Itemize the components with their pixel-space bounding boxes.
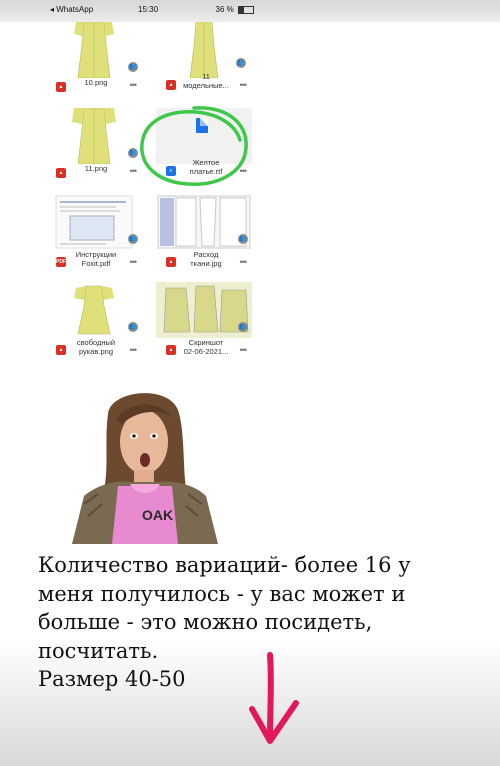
file-name: 11.png — [84, 164, 108, 173]
caption-line: Количество вариаций- более 16 у — [38, 553, 411, 577]
status-time: 15:30 — [138, 5, 159, 14]
more-options-icon[interactable]: ••• — [129, 166, 138, 176]
file-name: 10.png — [84, 78, 108, 87]
file-thumbnail: 👥 — [46, 22, 142, 78]
dress-thumbnail-icon — [74, 22, 114, 78]
file-thumbnail — [156, 108, 252, 164]
dress-thumbnail-icon — [72, 108, 116, 164]
file-info: ▲ 10.png ••• — [46, 78, 142, 106]
status-bar: ◂ WhatsApp 15:30 36 % — [0, 0, 500, 22]
reaction-sticker: OAK — [68, 384, 220, 544]
shared-icon: 👥 — [128, 62, 138, 72]
caption-line: посчитать. — [38, 638, 159, 663]
more-options-icon[interactable]: ••• — [239, 257, 248, 267]
screenshot-preview-icon — [156, 282, 252, 338]
more-options-icon[interactable]: ••• — [129, 257, 138, 267]
shared-icon: 👥 — [128, 322, 138, 332]
caption-line: меня получилось - у вас может и — [38, 581, 406, 606]
pdf-file-icon: PDF — [56, 257, 66, 267]
image-file-icon: ▲ — [56, 168, 66, 178]
file-thumbnail: 👥 — [156, 22, 252, 78]
annotation-circle — [140, 106, 248, 186]
battery-icon — [238, 5, 254, 14]
more-options-icon[interactable]: ••• — [239, 80, 248, 90]
document-icon — [196, 118, 208, 133]
image-file-icon: ▲ — [166, 257, 176, 267]
caption-line: больше - это можно посидеть, — [38, 610, 373, 634]
file-thumbnail: 👥 — [156, 282, 252, 338]
shared-icon: 👥 — [238, 322, 248, 332]
more-options-icon[interactable]: ••• — [239, 345, 248, 355]
dress-thumbnail-icon — [189, 22, 219, 78]
shared-icon: 👥 — [236, 58, 246, 68]
file-info: ▲ 11.png ••• — [46, 164, 142, 192]
image-file-icon: ▲ — [56, 345, 66, 355]
down-arrow-icon — [249, 652, 299, 744]
fabric-layout-preview-icon — [157, 195, 251, 249]
file-thumbnail: 👥 — [46, 282, 142, 338]
more-options-icon[interactable]: ••• — [129, 80, 138, 90]
shirt-print: OAK — [142, 507, 173, 523]
document-preview-icon — [55, 195, 133, 249]
file-thumbnail: 👥 — [46, 108, 142, 164]
back-to-app-link[interactable]: ◂ WhatsApp — [50, 5, 94, 14]
shared-icon: 👥 — [128, 234, 138, 244]
battery-percent: 36 % — [215, 5, 234, 14]
shared-icon: 👥 — [238, 234, 248, 244]
image-file-icon: ▲ — [166, 345, 176, 355]
file-thumbnail: 👥 — [156, 194, 252, 250]
story-caption: Количество вариаций- более 16 у меня пол… — [38, 551, 468, 694]
image-file-icon: ▲ — [166, 80, 176, 90]
dress-thumbnail-icon — [74, 285, 114, 335]
more-options-icon[interactable]: ••• — [129, 345, 138, 355]
shared-icon: 👥 — [128, 148, 138, 158]
more-options-icon[interactable]: ••• — [239, 166, 248, 176]
caption-size: Размер 40-50 — [38, 667, 186, 691]
image-file-icon: ▲ — [56, 82, 66, 92]
doc-file-icon: ≡ — [166, 166, 176, 176]
file-thumbnail: 👥 — [46, 194, 142, 250]
surprised-woman-icon: OAK — [72, 393, 218, 544]
status-battery: 36 % — [216, 5, 254, 14]
